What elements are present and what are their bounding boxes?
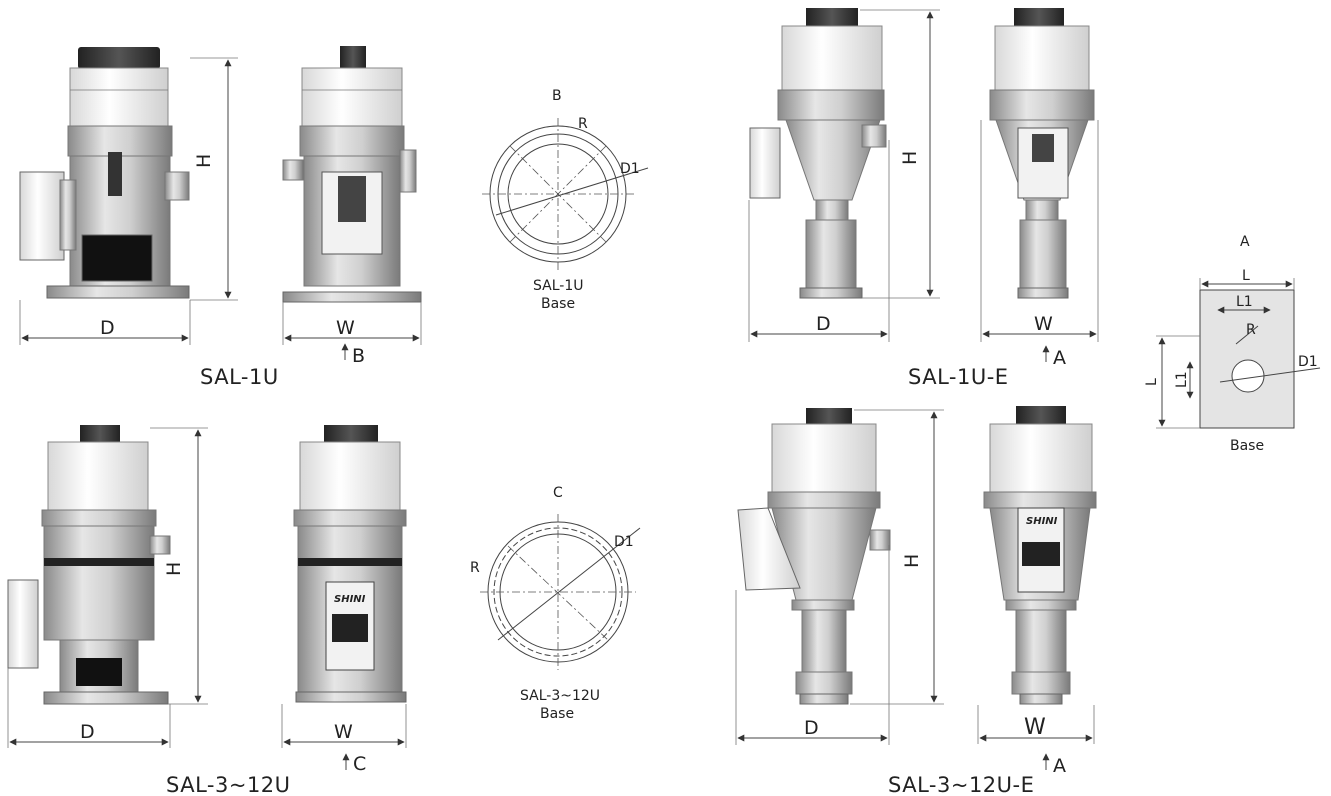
sal312ue-front-view [737, 408, 891, 705]
sal312u-base-view-c: C [553, 485, 563, 501]
sal312ue-brand: SHINI [1026, 516, 1058, 527]
sal312ue-arrow-a-label: A [1053, 755, 1066, 777]
sal1u-h-label: H [193, 154, 215, 168]
sal1ue-side-dimensions [980, 120, 1099, 362]
a-base-l1-left: L1 [1174, 371, 1190, 388]
sal312u-base-r: R [470, 560, 480, 576]
sal312u-h-label: H [163, 562, 185, 576]
sal312u-title: SAL-3~12U [166, 773, 291, 796]
sal1u-side-view [282, 46, 422, 303]
sal312u-front-view [7, 425, 171, 705]
sal312u-front-dimensions [7, 427, 208, 748]
sal312ue-w-label: W [1024, 715, 1046, 740]
sal312u-base-d1: D1 [614, 534, 634, 550]
sal312ue-d-label: D [804, 717, 819, 739]
a-base-d1: D1 [1298, 354, 1318, 370]
sal1ue-w-label: W [1034, 313, 1053, 335]
sal1u-front-view [19, 47, 190, 299]
sal1ue-side-view [989, 8, 1095, 299]
sal1u-base-r: R [578, 116, 588, 132]
sal312u-brand: SHINI [334, 594, 366, 605]
sal1u-base-title: SAL-1U [533, 278, 583, 294]
a-base-drawing [1156, 278, 1321, 429]
a-base-view-a: A [1240, 234, 1250, 250]
sal312ue-side-dimensions [977, 705, 1095, 770]
sal312u-arrow-c-label: C [353, 753, 366, 775]
a-base-l-top: L [1242, 268, 1250, 284]
sal1u-w-label: W [336, 317, 355, 339]
sal312u-w-label: W [334, 721, 353, 743]
sal1u-arrow-b-label: B [352, 345, 365, 367]
sal1ue-title: SAL-1U-E [908, 365, 1009, 389]
sal312u-base-base: Base [540, 706, 574, 722]
sal1u-side-dimensions [282, 302, 422, 360]
sal312ue-h-label: H [901, 554, 923, 568]
sal312u-base-title: SAL-3~12U [520, 688, 600, 704]
sal312u-side-view [293, 425, 407, 703]
a-base-r: R [1246, 322, 1256, 338]
sal312ue-side-view [983, 406, 1097, 705]
sal1u-base-d1: D1 [620, 161, 640, 177]
sal1u-d-label: D [100, 317, 115, 339]
sal312ue-title: SAL-3~12U-E [888, 773, 1034, 796]
sal312u-base-drawing [480, 514, 641, 670]
sal1u-base-base: Base [541, 296, 575, 312]
sal312u-d-label: D [80, 721, 95, 743]
sal312ue-front-dimensions [735, 409, 944, 745]
a-base-base: Base [1230, 438, 1264, 454]
sal1ue-d-label: D [816, 313, 831, 335]
sal1u-front-dimensions [19, 57, 238, 345]
sal1ue-arrow-a-label: A [1053, 347, 1066, 369]
sal1u-base-view-b: B [552, 88, 562, 104]
sal1u-title: SAL-1U [200, 365, 279, 389]
a-base-l1-top: L1 [1236, 294, 1253, 310]
sal1ue-h-label: H [899, 151, 921, 165]
sal1ue-front-view [749, 8, 887, 299]
a-base-l-left: L [1144, 378, 1160, 386]
sal1u-base-drawing [482, 118, 649, 270]
sal1ue-front-dimensions [748, 9, 940, 342]
sal312u-side-dimensions [281, 704, 407, 770]
